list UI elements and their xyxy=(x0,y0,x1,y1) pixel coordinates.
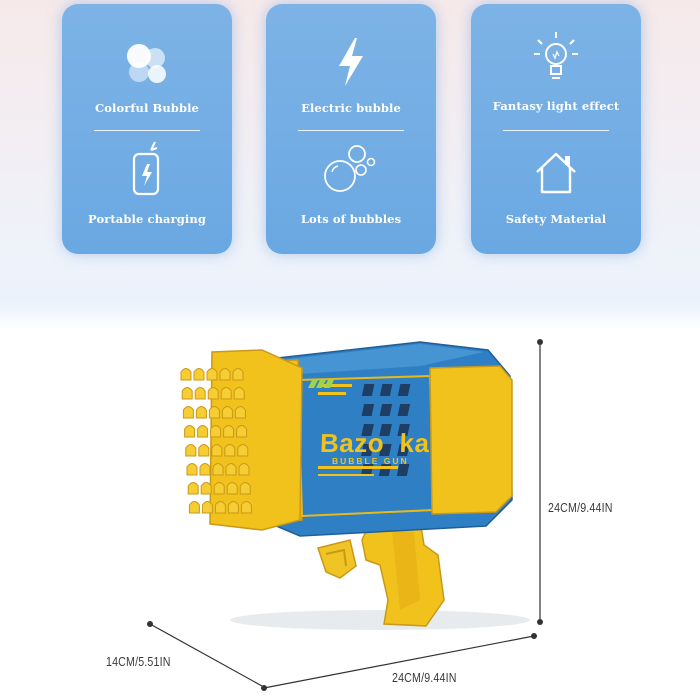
bubble-nozzle xyxy=(221,406,233,419)
bubble-nozzle xyxy=(206,368,218,381)
feature-label: Lots of bubbles xyxy=(300,212,402,226)
divider xyxy=(94,130,200,131)
bubble-nozzle xyxy=(194,387,206,400)
bubble-nozzle xyxy=(211,444,223,457)
bubble-nozzle xyxy=(220,387,232,400)
bubble-nozzle xyxy=(214,501,226,514)
feature-label: Safety Material xyxy=(505,212,607,226)
bubble-nozzle xyxy=(184,425,196,438)
feature-label: Colorful Bubble xyxy=(95,101,199,115)
divider xyxy=(298,130,404,131)
bubbles-icon xyxy=(117,38,177,88)
bubble-nozzle xyxy=(197,425,209,438)
bubble-nozzle xyxy=(219,368,231,381)
dimension-length-label: 24CM/9.44IN xyxy=(392,670,457,685)
bubble-nozzle xyxy=(200,482,212,495)
bubble-nozzle xyxy=(188,501,200,514)
bubble-nozzle xyxy=(223,425,235,438)
phone-battery-icon xyxy=(127,140,167,198)
bubble-nozzle xyxy=(226,482,238,495)
feature-label: Fantasy light effect xyxy=(492,99,620,113)
bubble-nozzle xyxy=(224,444,236,457)
bubble-nozzle xyxy=(198,444,210,457)
bubble-nozzle xyxy=(201,501,213,514)
feature-card-1: Colorful Bubble Portable charging xyxy=(62,4,232,254)
bubble-nozzle xyxy=(186,463,198,476)
bubble-nozzle xyxy=(187,482,199,495)
bubble-nozzle xyxy=(182,406,194,419)
bubble-nozzle xyxy=(225,463,237,476)
bubble-nozzle xyxy=(210,425,222,438)
dimension-depth-label: 14CM/5.51IN xyxy=(106,654,171,669)
feature-label: Electric bubble xyxy=(301,101,401,115)
feature-label: Portable charging xyxy=(88,212,206,226)
bubble-nozzle xyxy=(181,387,193,400)
bubble-nozzle xyxy=(185,444,197,457)
bubble-nozzle xyxy=(238,463,250,476)
house-icon xyxy=(531,148,581,198)
bubble-nozzle xyxy=(212,463,224,476)
bubble-nozzle xyxy=(240,501,252,514)
lightbulb-icon xyxy=(528,28,584,88)
bubble-nozzle xyxy=(207,387,219,400)
bubble-nozzle xyxy=(180,368,192,381)
bubble-nozzle xyxy=(236,425,248,438)
bubble-nozzle xyxy=(199,463,211,476)
dimension-height-label: 24CM/9.44IN xyxy=(548,500,613,515)
divider xyxy=(503,130,609,131)
bubble-nozzle xyxy=(239,482,251,495)
bubble-nozzle xyxy=(193,368,205,381)
bubble-nozzle xyxy=(233,387,245,400)
bubble-nozzle xyxy=(227,501,239,514)
feature-card-2: Electric bubble Lots of bubbles xyxy=(266,4,436,254)
soap-bubbles-icon xyxy=(316,138,386,198)
bubble-nozzle xyxy=(237,444,249,457)
bubble-nozzle xyxy=(208,406,220,419)
lightning-icon xyxy=(331,34,371,90)
bubble-nozzle xyxy=(232,368,244,381)
product-subtitle: BUBBLE GUN xyxy=(332,456,409,466)
bubble-nozzle xyxy=(234,406,246,419)
feature-card-3: Fantasy light effect Safety Material xyxy=(471,4,641,254)
bubble-nozzle xyxy=(213,482,225,495)
bubble-nozzle xyxy=(195,406,207,419)
